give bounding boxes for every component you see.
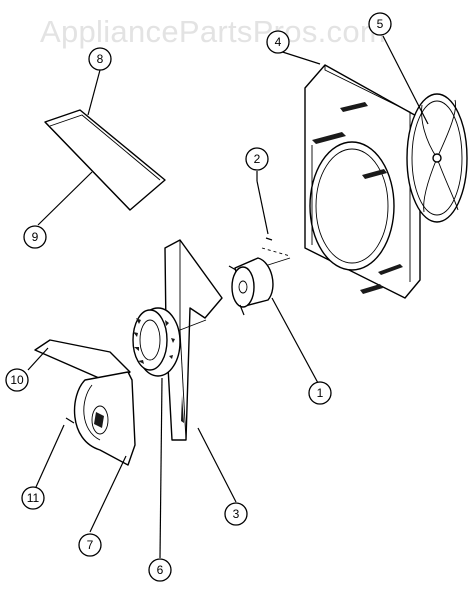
- fan-blade: [406, 93, 468, 223]
- blower-wheel: [132, 307, 181, 377]
- svg-text:11: 11: [27, 491, 40, 505]
- svg-text:10: 10: [10, 373, 24, 387]
- svg-text:1: 1: [317, 386, 324, 400]
- callout-9: 9: [23, 225, 47, 249]
- blower-motor: [228, 257, 291, 316]
- callout-11: 11: [21, 486, 45, 510]
- svg-text:2: 2: [254, 152, 261, 166]
- callout-4: 4: [266, 30, 290, 54]
- leader-lines: [27, 35, 429, 559]
- motor-bracket: [164, 239, 223, 441]
- callout-6: 6: [148, 558, 172, 582]
- callout-2: 2: [245, 147, 269, 171]
- callout-8: 8: [88, 47, 112, 71]
- blower-housing: [34, 339, 136, 466]
- svg-text:6: 6: [157, 563, 164, 577]
- callout-5: 5: [368, 12, 392, 36]
- filter-panel: [44, 109, 166, 211]
- condenser-shroud: [304, 64, 421, 299]
- callout-1: 1: [308, 381, 332, 405]
- svg-text:3: 3: [233, 507, 240, 521]
- watermark-text: AppliancePartsPros.com: [40, 14, 387, 49]
- callout-10: 10: [5, 368, 29, 392]
- svg-text:9: 9: [32, 230, 39, 244]
- callout-7: 7: [78, 533, 102, 557]
- svg-text:5: 5: [377, 17, 384, 31]
- svg-text:7: 7: [87, 538, 94, 552]
- mounting-screw: [256, 180, 291, 257]
- callout-3: 3: [224, 502, 248, 526]
- svg-text:4: 4: [275, 35, 282, 49]
- svg-text:8: 8: [97, 52, 104, 66]
